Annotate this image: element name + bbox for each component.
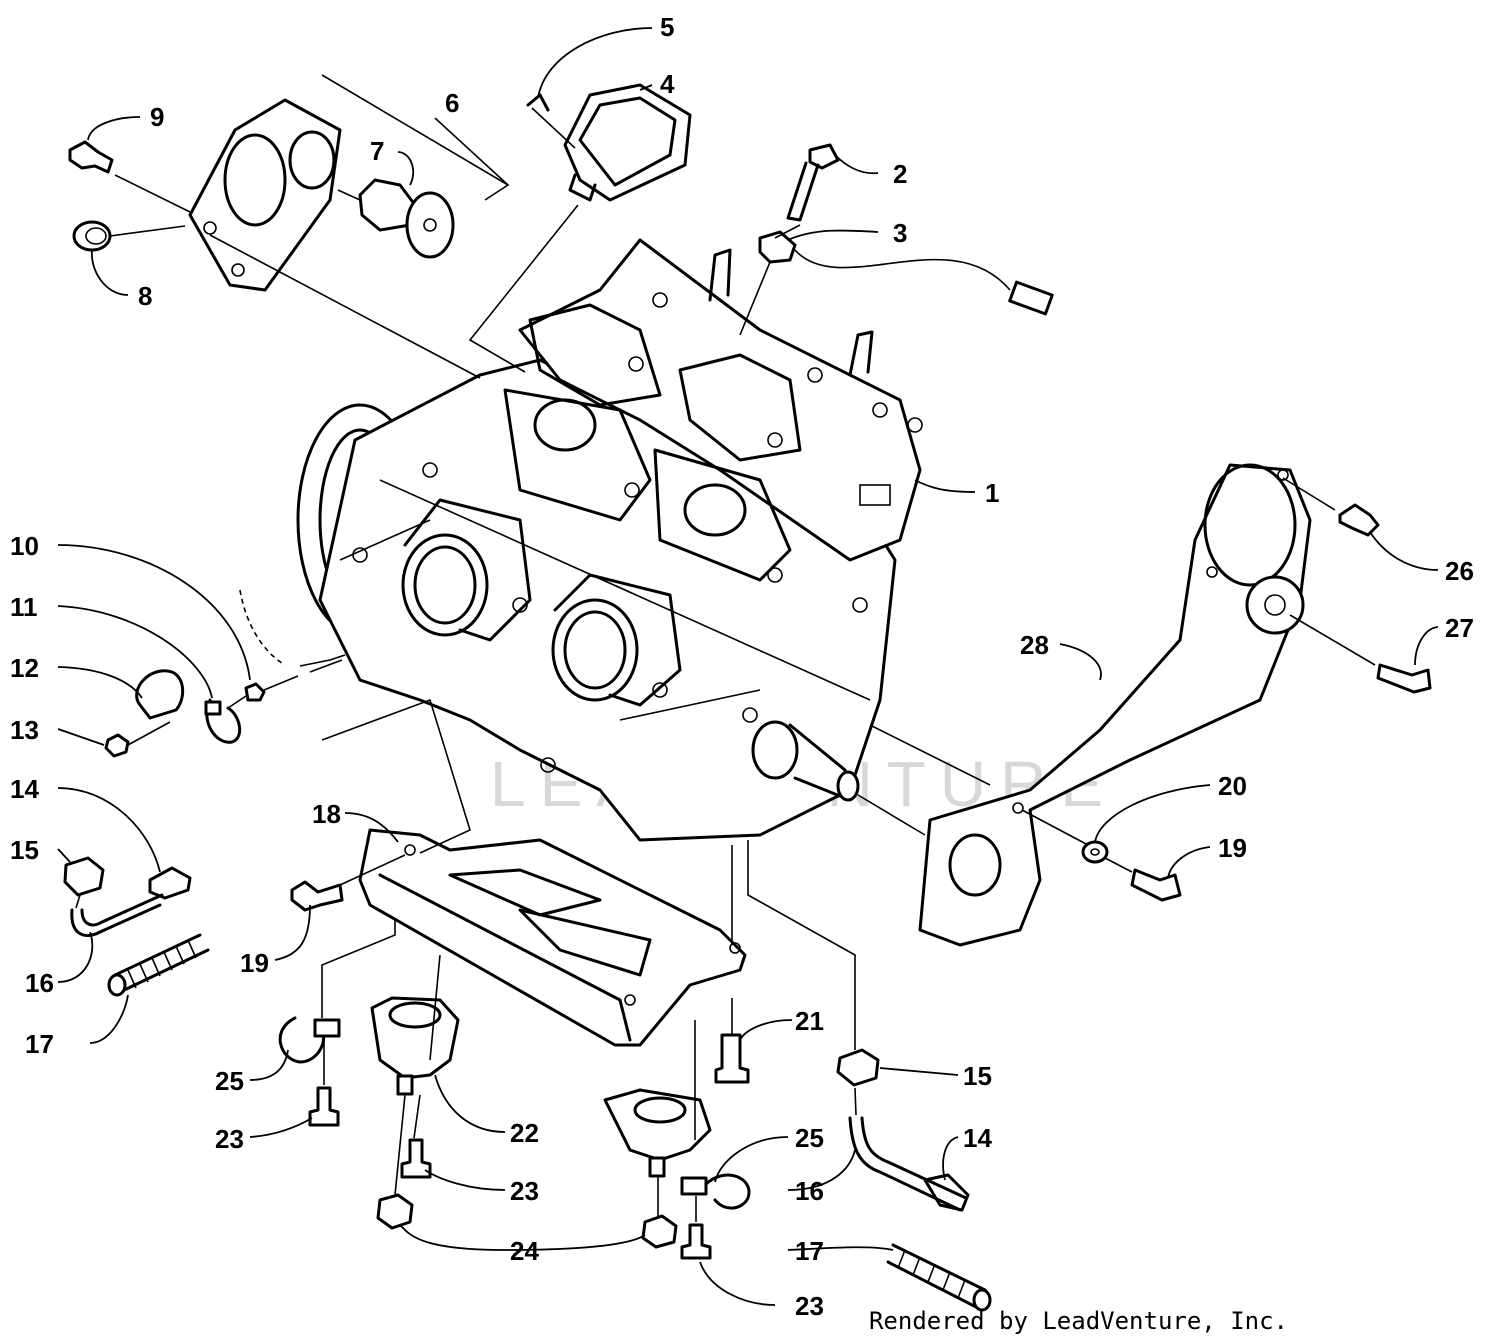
callout-19-left: 19 <box>240 948 269 978</box>
callout-27: 27 <box>1445 613 1474 643</box>
callout-7: 7 <box>370 136 384 166</box>
recoil-handle <box>563 83 692 202</box>
bushing-8 <box>72 220 112 252</box>
engine-mount-22b <box>603 1088 712 1178</box>
bolt-23c <box>680 1223 712 1260</box>
callout-16-left: 16 <box>25 968 54 998</box>
callout-17-left: 17 <box>25 1029 54 1059</box>
callout-20: 20 <box>1218 771 1247 801</box>
nut-13 <box>104 733 130 758</box>
callout-24: 24 <box>510 1236 539 1266</box>
nut-24a <box>376 1193 414 1230</box>
engine-assembly <box>296 238 923 842</box>
callout-6: 6 <box>445 88 459 118</box>
credit-text: Rendered by LeadVenture, Inc. <box>868 1307 1288 1335</box>
bolt-9 <box>68 140 114 174</box>
hose-16-right <box>848 1116 968 1212</box>
bolt-19-right <box>1130 868 1182 902</box>
callout-23-left: 23 <box>215 1124 244 1154</box>
callout-19-right: 19 <box>1218 833 1247 863</box>
callout-1: 1 <box>985 478 999 508</box>
callout-23-middle: 23 <box>510 1176 539 1206</box>
bolt-23a <box>308 1086 340 1127</box>
callout-26: 26 <box>1445 556 1474 586</box>
callout-13: 13 <box>10 715 39 745</box>
clamp-12 <box>135 669 185 720</box>
callout-14-right: 14 <box>963 1123 992 1153</box>
bolt-2 <box>786 143 840 222</box>
callout-numbers: 1 2 3 4 5 6 7 8 9 10 11 12 13 14 15 16 1… <box>10 12 1474 1321</box>
clamp-11 <box>204 698 242 744</box>
callout-5: 5 <box>660 12 674 42</box>
callout-18: 18 <box>312 799 341 829</box>
callout-12: 12 <box>10 653 39 683</box>
sensor-3 <box>758 230 1054 316</box>
clamp-25a <box>278 1016 341 1064</box>
nut-10 <box>244 682 266 702</box>
callout-25-left: 25 <box>215 1066 244 1096</box>
callout-2: 2 <box>893 159 907 189</box>
clamp-25b <box>680 1173 751 1210</box>
fitting-15-right <box>836 1048 880 1087</box>
bolt-19-left <box>290 880 344 912</box>
callout-22: 22 <box>510 1118 539 1148</box>
callout-11: 11 <box>10 592 38 622</box>
spring-17-right <box>886 1243 992 1312</box>
callout-15-left: 15 <box>10 835 39 865</box>
engine-mount-bracket <box>358 828 747 1047</box>
bolt-23b <box>400 1138 432 1179</box>
nut-24b <box>641 1214 678 1249</box>
fitting-14-left <box>148 866 192 900</box>
callout-15-right: 15 <box>963 1061 992 1091</box>
spring-17-left <box>107 933 210 997</box>
callout-10: 10 <box>10 531 39 561</box>
callout-23-bottom: 23 <box>795 1291 824 1321</box>
callout-28: 28 <box>1020 630 1049 660</box>
callout-25-right: 25 <box>795 1123 824 1153</box>
engine-mount-22a <box>370 996 460 1096</box>
assembly-lines <box>75 74 1376 1222</box>
callout-17-right: 17 <box>795 1236 824 1266</box>
callout-8: 8 <box>138 281 152 311</box>
callout-3: 3 <box>893 218 907 248</box>
hose-16-left <box>70 893 164 937</box>
bolt-27 <box>1376 663 1432 694</box>
fitting-15-left <box>63 856 105 897</box>
callout-4: 4 <box>660 69 675 99</box>
callout-16-right: 16 <box>795 1176 824 1206</box>
callout-9: 9 <box>150 102 164 132</box>
leader-lines <box>57 27 1439 1306</box>
bolt-21 <box>714 1033 750 1084</box>
bolt-26 <box>1338 503 1380 537</box>
callout-21: 21 <box>795 1006 824 1036</box>
engine-mount-plate <box>918 463 1312 947</box>
recoil-housing <box>188 98 342 292</box>
starter-pulley <box>358 178 455 259</box>
handle-clip <box>526 93 550 112</box>
callout-14-left: 14 <box>10 774 39 804</box>
